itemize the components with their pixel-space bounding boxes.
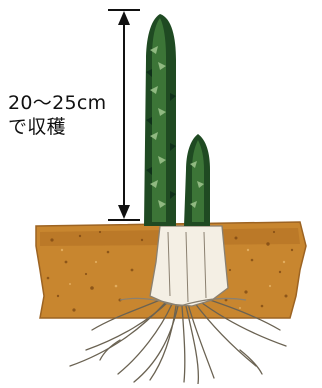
harvest-label: で収穫 (8, 116, 66, 138)
asparagus-spear-short (184, 134, 210, 226)
asparagus-spear-tall (144, 14, 176, 226)
height-arrow (108, 10, 140, 220)
height-range-label: 20〜25cm (8, 92, 106, 114)
